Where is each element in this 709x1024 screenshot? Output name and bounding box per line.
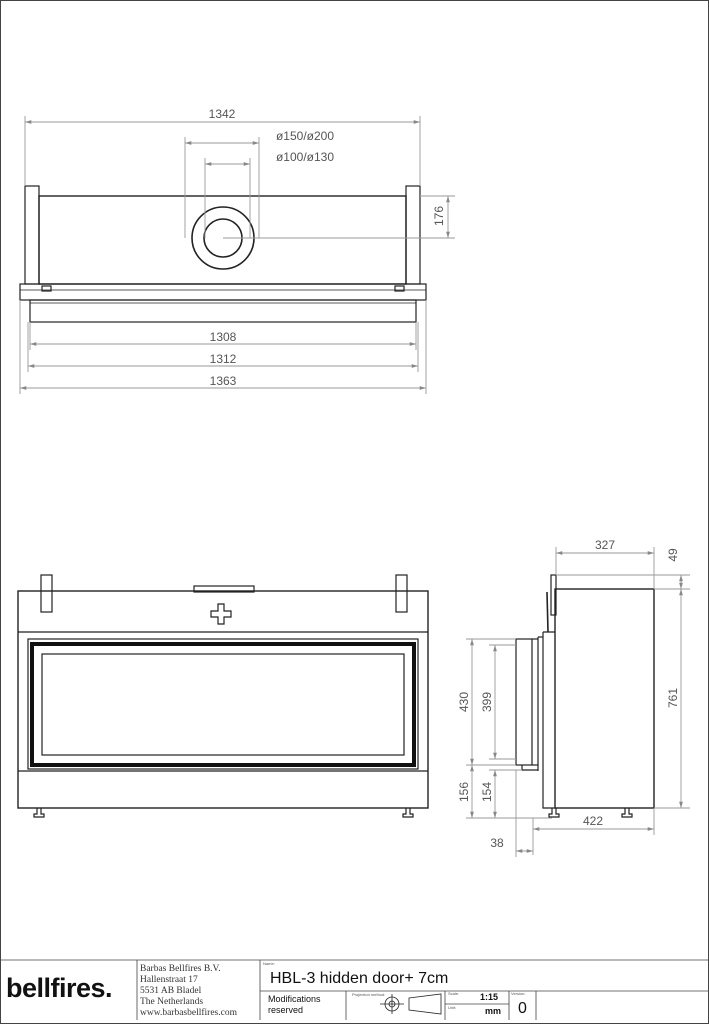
dim-327: 327 [595, 538, 615, 552]
side-body [554, 588, 655, 809]
dim-1342: 1342 [209, 107, 236, 121]
dim-flue-inner: ø100/ø130 [276, 150, 334, 164]
company-website[interactable]: www.barbasbellfires.com [140, 1007, 238, 1018]
top-left-clip [41, 285, 52, 292]
company-logo: bellfires. [6, 973, 112, 1003]
front-left-foot [33, 808, 45, 818]
front-glass [41, 653, 405, 756]
dim-156: 156 [457, 782, 471, 802]
dim-430: 430 [457, 692, 471, 712]
side-front-panel [542, 631, 555, 809]
front-view [17, 574, 429, 818]
dim-154: 154 [480, 782, 494, 802]
scale-label: Scale: [448, 991, 459, 996]
scale-value: 1:15 [480, 992, 498, 1002]
unit-value: mm [485, 1006, 501, 1016]
top-view [19, 185, 427, 323]
side-rear-foot [621, 808, 633, 818]
version-value: 0 [518, 1000, 527, 1017]
version-label: Version: [511, 991, 525, 996]
front-right-foot [402, 808, 414, 818]
top-right-clip [394, 285, 405, 292]
modifications-note-line2: reserved [268, 1005, 303, 1015]
dim-1363: 1363 [210, 374, 237, 388]
dim-1312: 1312 [210, 352, 237, 366]
side-view-dimensions [466, 547, 690, 857]
dim-flue-outer: ø150/ø200 [276, 129, 334, 143]
top-view-dimensions [19, 116, 455, 394]
top-lower-plate [29, 299, 417, 323]
front-flue-plate [193, 585, 255, 593]
dim-422: 422 [583, 814, 603, 828]
company-name: Barbas Bellfires B.V. [140, 963, 221, 974]
projection-method-icon [380, 993, 442, 1015]
dim-176: 176 [432, 206, 446, 226]
dim-38: 38 [490, 836, 504, 850]
front-glass-outer [27, 638, 419, 770]
company-city: 5531 AB Bladel [140, 986, 202, 996]
top-body [38, 195, 407, 285]
top-left-post [24, 185, 40, 285]
front-glass-frame [30, 642, 416, 767]
front-left-post [40, 574, 53, 613]
side-door [515, 638, 533, 766]
front-right-post [395, 574, 408, 613]
top-right-post [405, 185, 421, 285]
title-block [0, 959, 709, 1020]
front-body [17, 590, 429, 809]
company-country: The Netherlands [140, 997, 203, 1007]
side-front-foot [548, 808, 560, 818]
name-label: Name: [263, 961, 275, 966]
side-view [515, 574, 655, 818]
drawing-title: HBL-3 hidden door+ 7cm [270, 970, 448, 987]
front-cross-symbol [210, 603, 232, 625]
projection-label: Projection method: [352, 992, 385, 997]
dim-1308: 1308 [210, 330, 237, 344]
dim-761: 761 [666, 688, 680, 708]
side-top-post [550, 574, 557, 616]
dim-399: 399 [480, 692, 494, 712]
unit-label: Unit: [448, 1005, 456, 1010]
top-front-frame [19, 283, 427, 301]
dim-49: 49 [666, 548, 680, 562]
modifications-note-line1: Modifications [268, 994, 321, 1004]
company-street: Hallenstraat 17 [140, 975, 198, 985]
